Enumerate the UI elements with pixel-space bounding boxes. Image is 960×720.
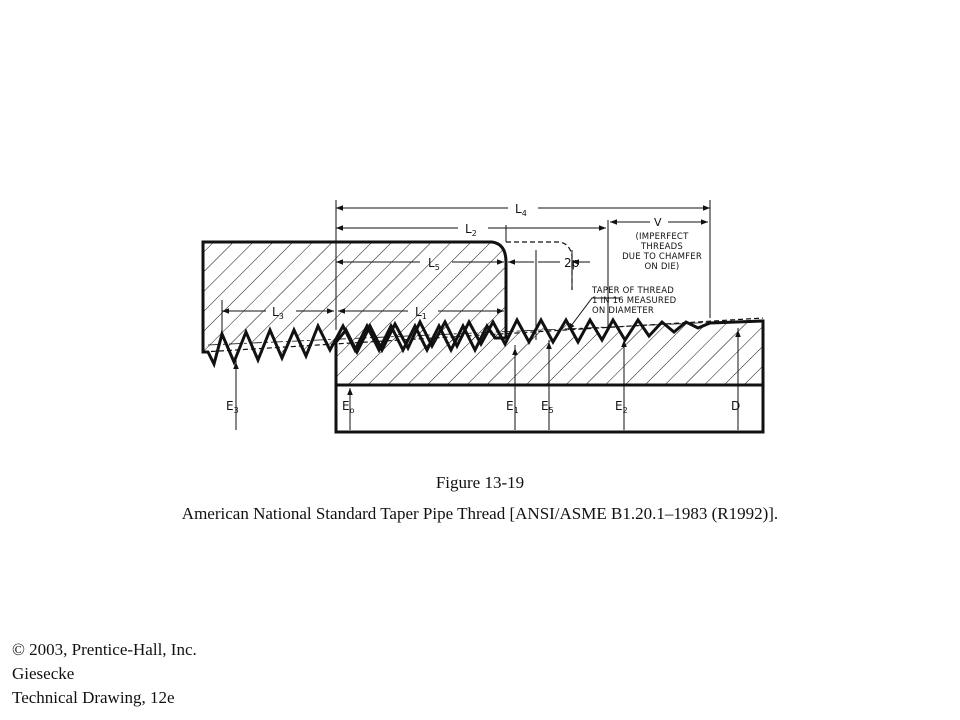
svg-text:ON DIAMETER: ON DIAMETER	[592, 306, 654, 316]
label-e1: E1	[506, 399, 519, 415]
reference-labels: E3 Eo E1 E5 E2 D	[226, 399, 740, 415]
label-e3: E3	[226, 399, 239, 415]
dimension-labels: L4 L2 V L5 2p L3 L1	[272, 202, 662, 321]
figure-number: Figure 13-19	[435, 473, 525, 492]
fitting-body	[201, 240, 508, 369]
svg-text:ON DIE): ON DIE)	[645, 262, 680, 272]
label-l2: L2	[465, 222, 477, 238]
taper-line	[207, 319, 764, 346]
label-l4: L4	[515, 202, 527, 218]
svg-text:THREADS: THREADS	[640, 242, 683, 252]
label-2p: 2p	[564, 256, 579, 270]
label-e2: E2	[615, 399, 628, 415]
dimension-lines	[222, 205, 741, 400]
figure-caption: American National Standard Taper Pipe Th…	[181, 504, 779, 523]
label-l1: L1	[415, 305, 427, 321]
svg-text:1 IN 16 MEASURED: 1 IN 16 MEASURED	[592, 296, 677, 306]
label-d: D	[731, 399, 740, 413]
label-v: V	[654, 216, 662, 229]
svg-text:(IMPERFECT: (IMPERFECT	[636, 232, 690, 242]
imperfect-threads-note: (IMPERFECT THREADS DUE TO CHAMFER ON DIE…	[622, 232, 702, 272]
taper-note: TAPER OF THREAD 1 IN 16 MEASURED ON DIAM…	[591, 286, 677, 316]
author-text: Giesecke	[12, 664, 75, 683]
svg-text:TAPER OF THREAD: TAPER OF THREAD	[591, 286, 674, 296]
label-e0: Eo	[342, 399, 355, 415]
book-title-text: Technical Drawing, 12e	[12, 688, 175, 707]
label-l3: L3	[272, 305, 284, 321]
label-e5: E5	[541, 399, 554, 415]
copyright-text: © 2003, Prentice-Hall, Inc.	[12, 640, 197, 659]
svg-text:DUE TO CHAMFER: DUE TO CHAMFER	[622, 252, 702, 262]
label-l5: L5	[428, 256, 440, 272]
